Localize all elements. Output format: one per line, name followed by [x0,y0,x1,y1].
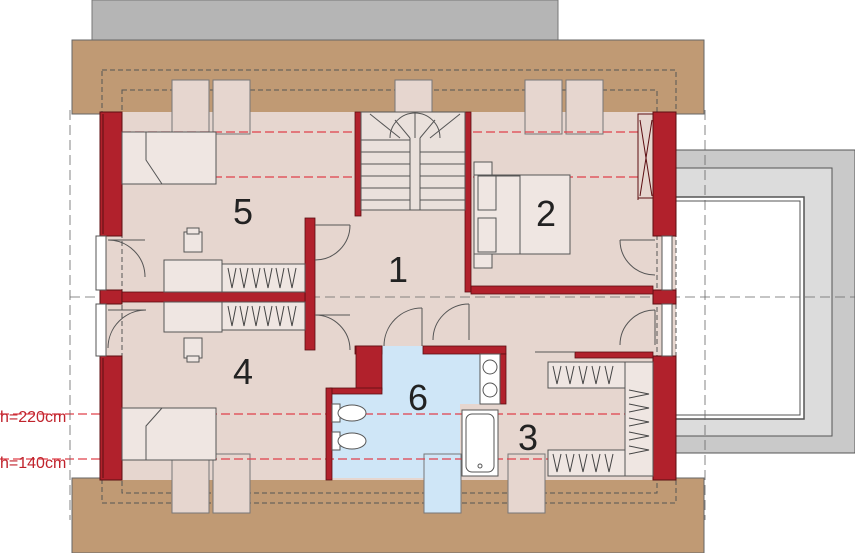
height-label-140: h=140cm [0,455,66,472]
room-number-3: 3 [518,417,538,458]
interior-walls [121,111,654,481]
height-label-220: h=220cm [0,409,66,426]
skylights [171,79,604,514]
roof-bottom [71,477,705,553]
roof-ridge [91,0,559,41]
room-number-4: 4 [233,351,253,392]
room-number-5: 5 [233,191,253,232]
room-number-2: 2 [536,193,556,234]
roof-top [71,39,705,115]
room-number-6: 6 [408,377,428,418]
desks [163,227,223,363]
outer-walls [99,111,677,481]
bathroom-fixtures [331,353,501,477]
axis-lines [69,110,855,520]
bathroom-floor [330,346,500,478]
balcony [673,149,855,454]
beds [121,131,571,461]
room-number-1: 1 [388,249,408,290]
wardrobe-hatch [227,267,650,473]
wall-openings [95,235,673,357]
doors [107,224,656,353]
wardrobes [221,263,654,477]
staircase [360,111,466,211]
